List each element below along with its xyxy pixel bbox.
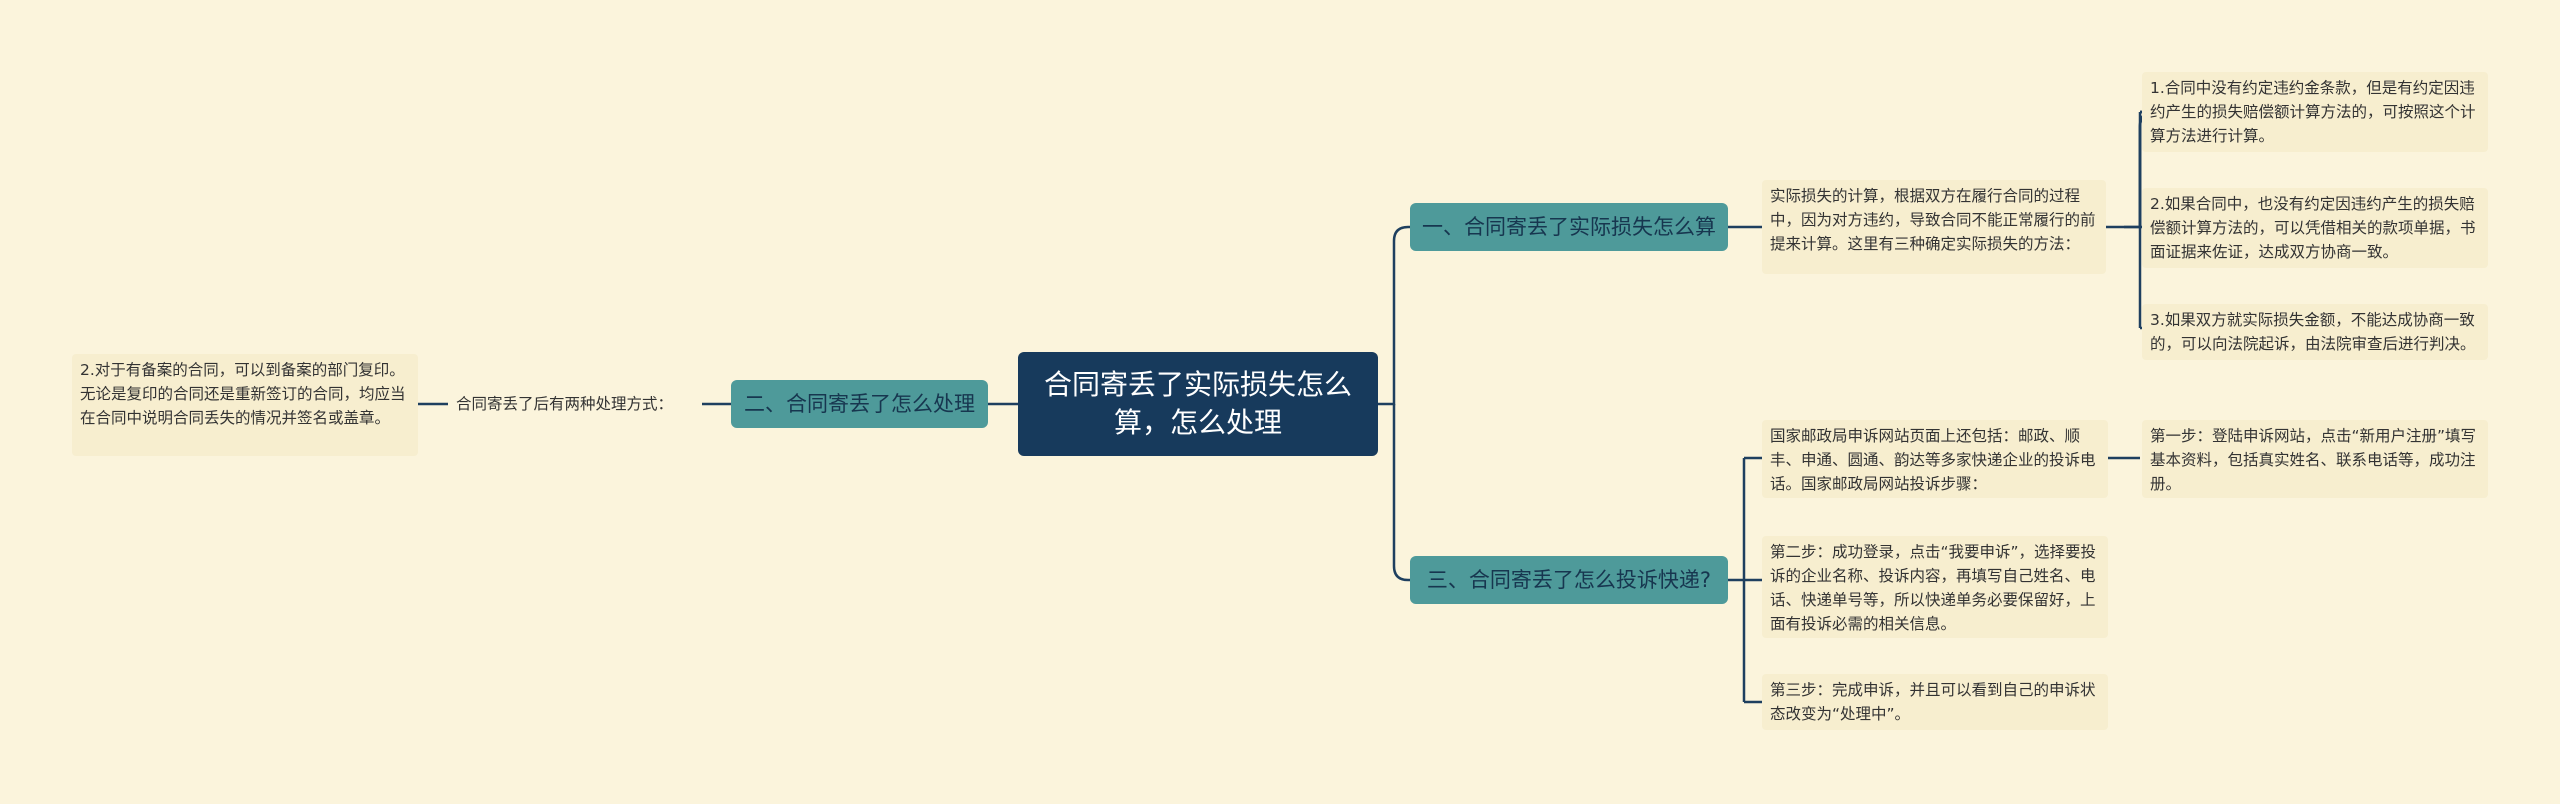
complaint-step-2-text: 第二步：成功登录，点击“我要申诉”，选择要投诉的企业名称、投诉内容，再填写自己姓… <box>1770 543 2097 633</box>
loss-method-2-text: 2.如果合同中，也没有约定因违约产生的损失赔偿额计算方法的，可以凭借相关的款项单… <box>2150 195 2476 261</box>
branch-how-to-handle-label: 二、合同寄丢了怎么处理 <box>744 392 975 416</box>
complaint-step-3-text: 第三步：完成申诉，并且可以看到自己的申诉状态改变为“处理中”。 <box>1770 681 2096 723</box>
loss-method-1: 1.合同中没有约定违约金条款，但是有约定因违约产生的损失赔偿额计算方法的，可按照… <box>2142 72 2488 152</box>
handle-intro-text: 合同寄丢了后有两种处理方式： <box>456 395 674 413</box>
complaint-step-1: 第一步：登陆申诉网站，点击“新用户注册”填写基本资料，包括真实姓名、联系电话等，… <box>2142 420 2488 498</box>
branch-complain-courier-label: 三、合同寄丢了怎么投诉快递? <box>1426 568 1712 592</box>
central-topic[interactable]: 合同寄丢了实际损失怎么算，怎么处理 <box>1018 352 1378 456</box>
complaint-step-2: 第二步：成功登录，点击“我要申诉”，选择要投诉的企业名称、投诉内容，再填写自己姓… <box>1762 536 2108 638</box>
complaint-intro: 国家邮政局申诉网站页面上还包括：邮政、顺丰、申通、圆通、韵达等多家快递企业的投诉… <box>1762 420 2108 498</box>
central-topic-label: 合同寄丢了实际损失怎么算，怎么处理 <box>1043 368 1352 439</box>
loss-method-3-text: 3.如果双方就实际损失金额，不能达成协商一致的，可以向法院起诉，由法院审查后进行… <box>2150 311 2476 353</box>
loss-method-2: 2.如果合同中，也没有约定因违约产生的损失赔偿额计算方法的，可以凭借相关的款项单… <box>2142 188 2488 268</box>
complaint-step-3: 第三步：完成申诉，并且可以看到自己的申诉状态改变为“处理中”。 <box>1762 674 2108 730</box>
handle-detail-text: 2.对于有备案的合同，可以到备案的部门复印。无论是复印的合同还是重新签订的合同，… <box>80 361 406 427</box>
handle-intro: 合同寄丢了后有两种处理方式： <box>448 390 702 418</box>
actual-loss-intro-text: 实际损失的计算，根据双方在履行合同的过程中，因为对方违约，导致合同不能正常履行的… <box>1770 187 2096 253</box>
complaint-step-1-text: 第一步：登陆申诉网站，点击“新用户注册”填写基本资料，包括真实姓名、联系电话等，… <box>2150 427 2477 493</box>
branch-how-to-handle[interactable]: 二、合同寄丢了怎么处理 <box>731 380 988 428</box>
branch-actual-loss[interactable]: 一、合同寄丢了实际损失怎么算 <box>1410 203 1728 251</box>
branch-actual-loss-label: 一、合同寄丢了实际损失怎么算 <box>1422 215 1716 239</box>
loss-method-3: 3.如果双方就实际损失金额，不能达成协商一致的，可以向法院起诉，由法院审查后进行… <box>2142 304 2488 360</box>
branch-complain-courier[interactable]: 三、合同寄丢了怎么投诉快递? <box>1410 556 1728 604</box>
loss-method-1-text: 1.合同中没有约定违约金条款，但是有约定因违约产生的损失赔偿额计算方法的，可按照… <box>2150 79 2476 145</box>
handle-detail: 2.对于有备案的合同，可以到备案的部门复印。无论是复印的合同还是重新签订的合同，… <box>72 354 418 456</box>
complaint-intro-text: 国家邮政局申诉网站页面上还包括：邮政、顺丰、申通、圆通、韵达等多家快递企业的投诉… <box>1770 427 2096 493</box>
actual-loss-intro: 实际损失的计算，根据双方在履行合同的过程中，因为对方违约，导致合同不能正常履行的… <box>1762 180 2106 274</box>
